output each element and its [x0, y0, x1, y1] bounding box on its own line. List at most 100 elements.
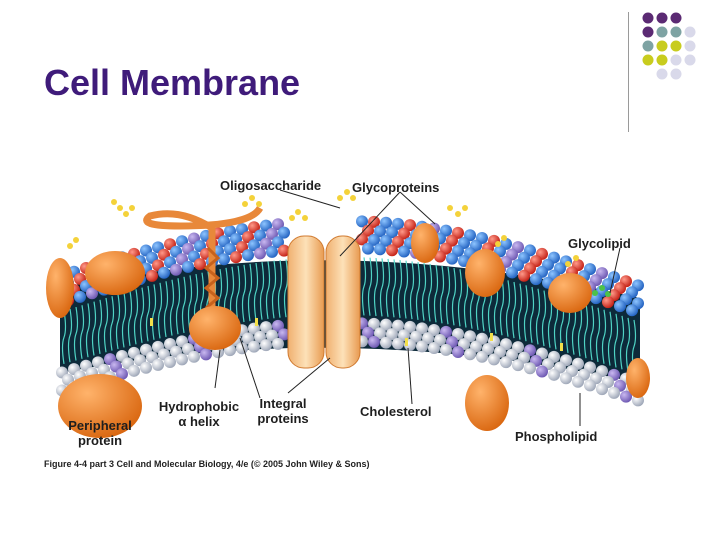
lipid-head-inner: [260, 321, 272, 334]
glycolipid-protein: [548, 273, 592, 313]
lipid-head-inner: [452, 346, 464, 359]
lipid-head-inner: [410, 330, 422, 343]
lipid-tail: [265, 261, 271, 320]
lipid-head-outer: [260, 237, 272, 250]
lipid-head-inner: [488, 353, 500, 366]
lipid-tail: [115, 294, 121, 350]
lipid-head-inner: [278, 328, 290, 341]
lipid-head-inner: [428, 342, 440, 355]
label-integral-line1: Integral: [259, 396, 307, 411]
lipid-head-inner: [128, 364, 140, 377]
lipid-head-inner: [476, 350, 488, 363]
lipid-tail: [415, 262, 421, 320]
lipid-tail: [583, 303, 589, 359]
decorative-dot-grid: [642, 12, 696, 80]
lipid-head-outer: [368, 215, 380, 228]
lipid-tail: [535, 288, 541, 345]
lipid-tail: [277, 259, 283, 318]
lipid-head-inner: [632, 394, 644, 407]
label-cholesterol: Cholesterol: [360, 404, 432, 419]
lipid-head-inner: [584, 379, 596, 392]
lipid-tail: [505, 280, 511, 337]
lipid-tail: [607, 311, 613, 366]
lipid-tail: [97, 299, 103, 354]
lipid-tail: [625, 317, 631, 372]
lipid-tail: [85, 303, 91, 358]
lipid-head-inner: [440, 343, 452, 356]
lipid-head-inner: [254, 330, 266, 343]
lipid-tail: [577, 301, 583, 357]
lipid-head-inner: [374, 327, 386, 340]
lipid-head-inner: [548, 368, 560, 381]
decorative-dot: [642, 54, 654, 66]
label-hydrophobic-helix: Hydrophobic α helix: [154, 399, 244, 429]
lipid-tail: [133, 289, 139, 345]
lipid-head-inner: [380, 318, 392, 331]
lipid-tail: [259, 262, 265, 320]
lipid-tail: [79, 305, 85, 359]
lipid-head-inner: [188, 350, 200, 363]
slide-title: Cell Membrane: [44, 62, 301, 103]
decorative-dot: [670, 40, 682, 52]
lipid-tail: [109, 296, 115, 351]
alpha-helix-loop: [143, 205, 264, 308]
lipid-tail: [181, 276, 187, 334]
decorative-dot: [684, 54, 696, 66]
lipid-tail: [145, 285, 151, 342]
lipid-tail: [139, 287, 145, 343]
lipid-head-outer: [530, 273, 542, 286]
decorative-dot: [656, 40, 668, 52]
lipid-tail: [589, 305, 595, 361]
lipid-head-outer: [356, 215, 368, 228]
inner-protein-bottom: [465, 375, 509, 431]
label-hydrophobic-line2: α helix: [178, 414, 220, 429]
lipid-tail: [121, 292, 127, 348]
lipid-head-outer: [254, 229, 266, 242]
alpha-helix-base: [189, 306, 241, 350]
lipid-tail: [541, 290, 547, 347]
caption-figure-number: Figure 4-4 part 3: [44, 459, 115, 469]
lipid-head-inner: [536, 365, 548, 378]
lipid-head-outer: [374, 243, 386, 256]
lipid-head-outer: [380, 216, 392, 229]
lipid-tail: [169, 279, 175, 336]
lipid-head-outer: [506, 266, 518, 279]
label-oligosaccharide: Oligosaccharide: [220, 178, 322, 193]
lipid-tail: [595, 307, 601, 362]
lipid-head-inner: [368, 335, 380, 348]
lipid-tail: [187, 275, 193, 332]
lipid-head-outer: [614, 300, 626, 313]
lipid-head-outer: [146, 269, 158, 282]
alpha-helix-coil: [203, 246, 221, 310]
lipid-tail: [379, 258, 385, 317]
lipid-tail: [247, 263, 253, 322]
lipid-head-inner: [140, 361, 152, 374]
lipid-head-inner: [572, 375, 584, 388]
lipid-head-outer: [518, 269, 530, 282]
lipid-tail: [445, 266, 451, 325]
lipid-tail: [91, 301, 97, 356]
label-peripheral-line1: Peripheral: [68, 418, 132, 433]
lipid-head-outer: [194, 258, 206, 271]
decorative-dot: [670, 26, 682, 38]
lipid-head-outer: [404, 219, 416, 232]
lipid-head-inner: [512, 359, 524, 372]
lipid-head-inner: [524, 362, 536, 375]
lipid-head-inner: [176, 353, 188, 366]
lipid-tail: [511, 281, 517, 339]
lipid-head-outer: [158, 266, 170, 279]
lipid-head-inner: [152, 358, 164, 371]
lipid-tail: [385, 258, 391, 317]
lipid-head-inner: [164, 356, 176, 369]
lipid-tail: [499, 278, 505, 336]
label-peripheral-protein: Peripheral protein: [60, 418, 140, 448]
lipid-head-inner: [392, 337, 404, 350]
lipid-tail: [253, 262, 259, 321]
lipid-tail: [391, 259, 397, 318]
lipid-head-outer: [170, 263, 182, 276]
lipid-tail: [433, 264, 439, 323]
label-phospholipid: Phospholipid: [515, 429, 598, 444]
lipid-head-inner: [272, 319, 284, 332]
lipid-head-inner: [248, 340, 260, 353]
lipid-head-outer: [272, 218, 284, 231]
